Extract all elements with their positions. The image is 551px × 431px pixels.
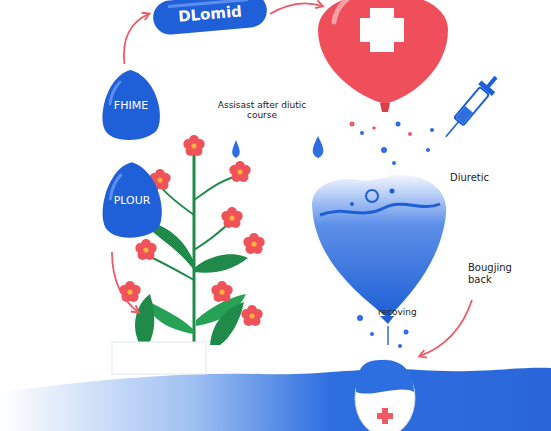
drop-node: PLOUR [98,160,166,242]
flower-pot [112,342,206,374]
balloon [318,0,448,112]
flower-plant [119,135,264,345]
water [0,368,551,431]
node-text: FHIME [114,100,148,112]
bouncing-label: Bougjing back [468,262,538,285]
flow-arrow [270,3,322,14]
diuretic-label: Diuretic [450,172,510,184]
drop-node: FHIME [98,68,164,144]
egg [355,360,415,431]
pill-node: DLomid [151,0,270,37]
drips [357,315,409,348]
note-label: Assisast after diutic course [212,100,312,121]
node-text: PLOUR [114,195,151,207]
syringe [439,71,503,142]
water-drop [232,140,240,158]
flow-arrow [420,300,472,356]
water-vessel [312,175,446,324]
recovering-label: recoving [378,307,438,317]
water-drop [313,136,324,158]
bubbles [350,122,435,166]
flow-arrow [124,14,149,64]
flow-arrow [112,252,138,312]
